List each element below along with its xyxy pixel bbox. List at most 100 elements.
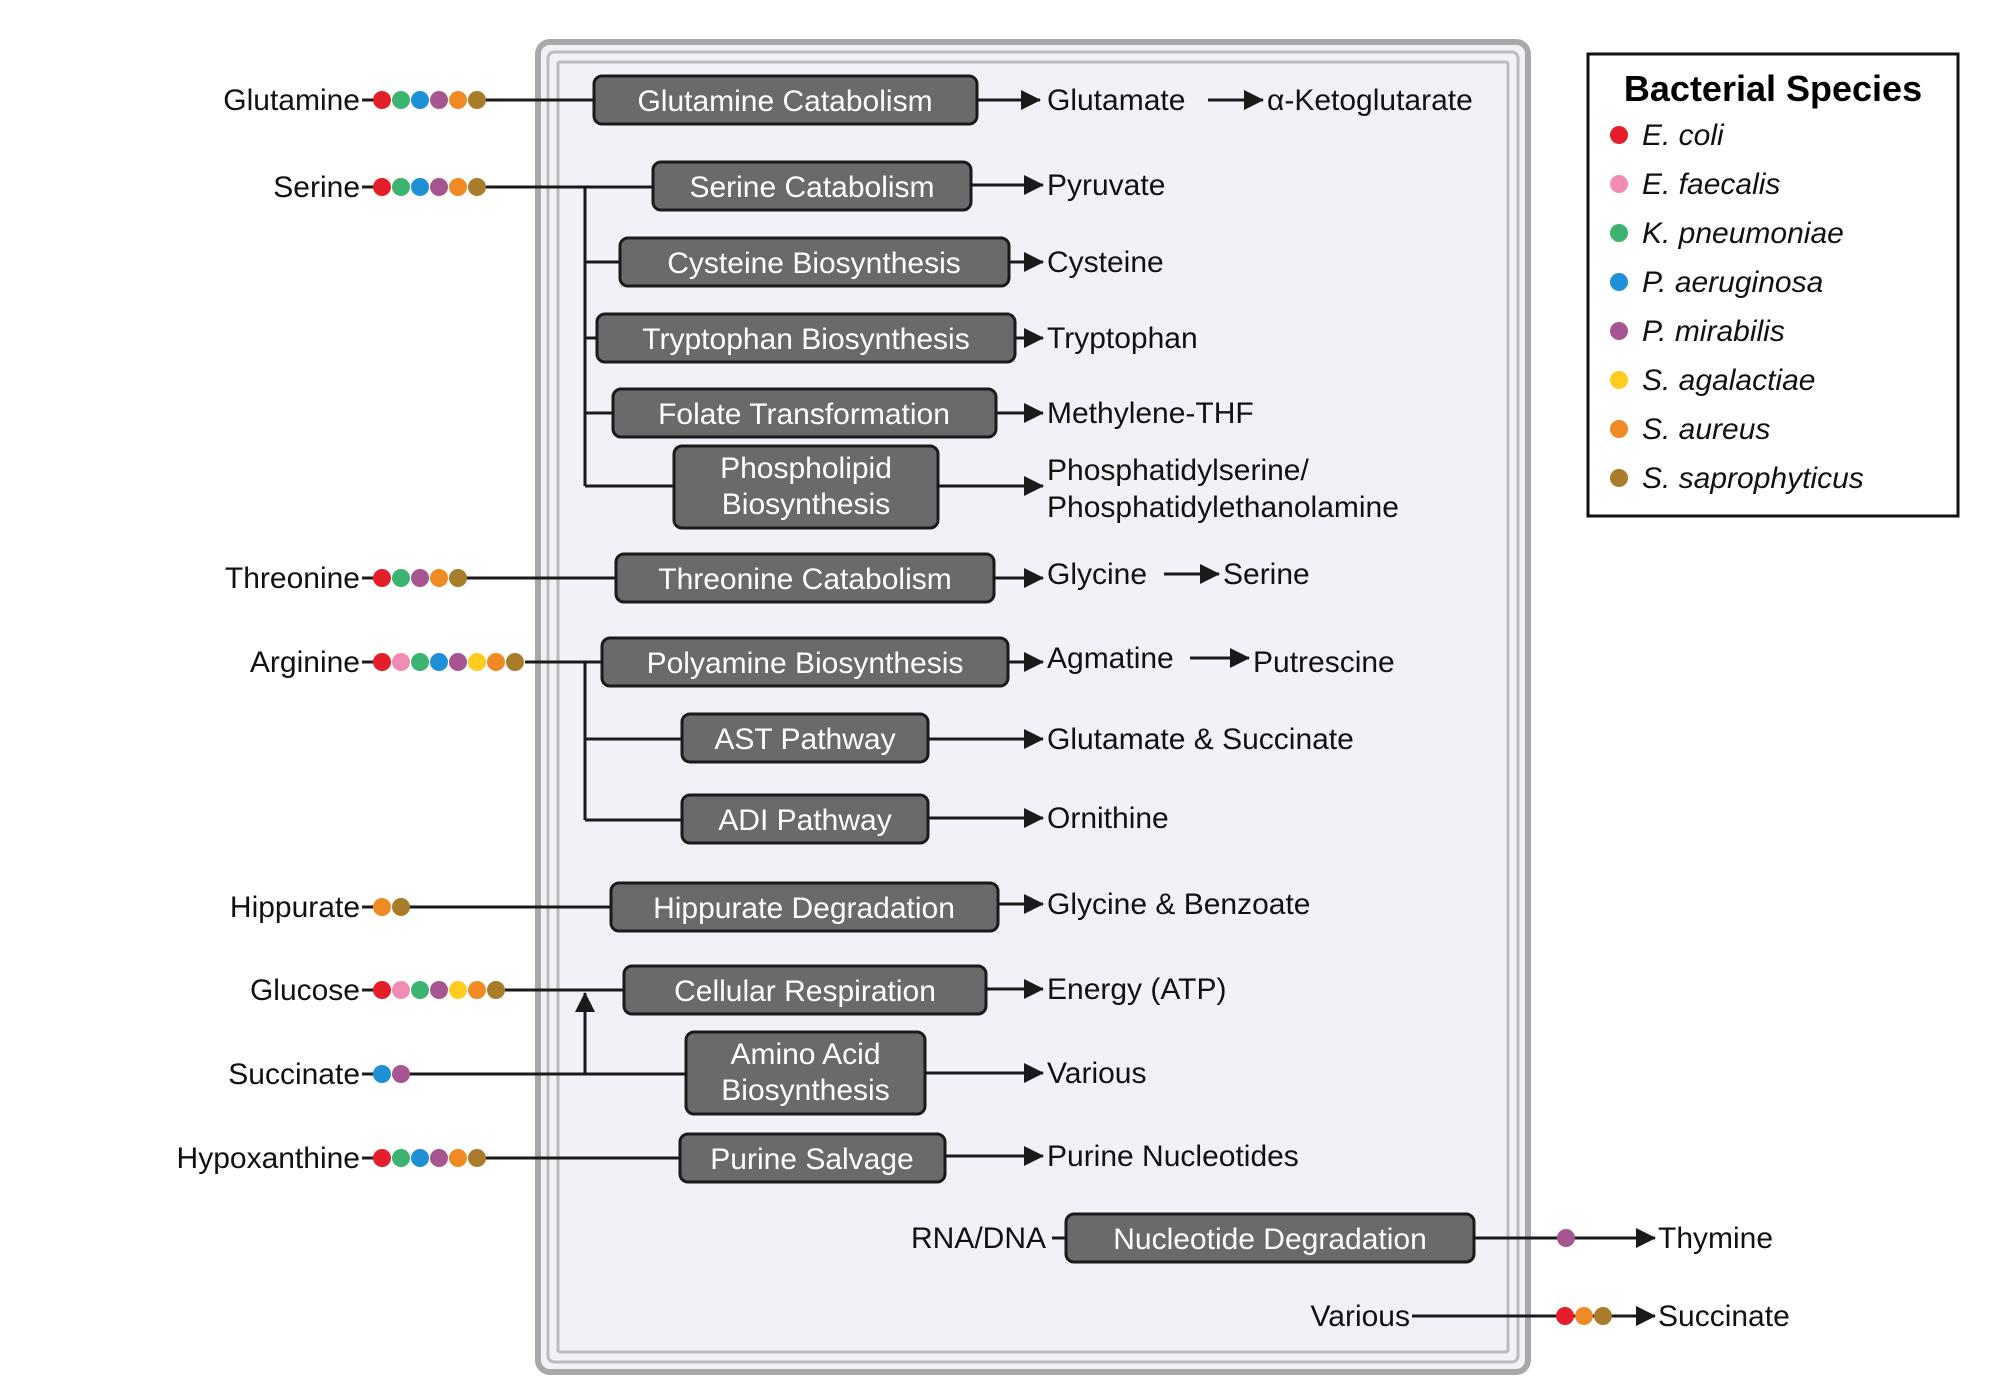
legend-swatch (1610, 469, 1628, 487)
pathway-label: ADI Pathway (718, 804, 891, 837)
products: Glutamate α-Ketoglutarate Pyruvate Cyste… (1047, 84, 1790, 1333)
legend-label: E. faecalis (1642, 168, 1780, 201)
product-glutamate-succinate: Glutamate & Succinate (1047, 723, 1354, 756)
legend-item: P. mirabilis (1610, 315, 1785, 348)
legend-label: S. saprophyticus (1642, 462, 1864, 495)
species-dot-s-aureus (373, 898, 391, 916)
species-dots (362, 91, 1612, 1325)
legend-swatch (1610, 371, 1628, 389)
legend-swatch (1610, 126, 1628, 144)
species-dot-p-mirabilis (430, 91, 448, 109)
pathway-label: Tryptophan Biosynthesis (642, 323, 969, 356)
pathway-adi-pathway: ADI Pathway (680, 793, 930, 845)
pathway-hippurate-degradation: Hippurate Degradation (609, 881, 1000, 933)
legend-label: S. aureus (1642, 413, 1770, 446)
species-dot-s-agalactiae (449, 981, 467, 999)
product-thymine: Thymine (1658, 1222, 1773, 1255)
pathway-boxes: Glutamine Catabolism Serine Catabolism C… (592, 74, 1476, 1264)
species-dot-e-coli (1556, 1307, 1574, 1325)
legend-label: P. mirabilis (1642, 315, 1785, 348)
legend-label: E. coli (1642, 119, 1725, 152)
species-dot-s-aureus (1575, 1307, 1593, 1325)
pathway-label: AST Pathway (714, 723, 895, 756)
substrate-label-hypoxanthine: Hypoxanthine (177, 1142, 360, 1175)
species-dot-e-coli (373, 91, 391, 109)
legend-item: E. coli (1610, 119, 1725, 152)
pathway-label: Glutamine Catabolism (637, 85, 932, 118)
substrate-label-threonine: Threonine (225, 562, 360, 595)
species-dot-s-aureus (449, 1149, 467, 1167)
species-dot-p-aeruginosa (411, 1149, 429, 1167)
pathway-purine-salvage: Purine Salvage (678, 1132, 947, 1184)
pathway-nucleotide-degradation: Nucleotide Degradation (1064, 1212, 1476, 1264)
species-dot-s-saprophyticus (468, 1149, 486, 1167)
species-dot-s-saprophyticus (506, 653, 524, 671)
product-energy-atp: Energy (ATP) (1047, 973, 1227, 1006)
species-dots-hypoxanthine (362, 1149, 486, 1167)
pathway-polyamine-biosynthesis: Polyamine Biosynthesis (600, 636, 1010, 688)
pathway-label: Hippurate Degradation (653, 892, 955, 925)
species-dot-s-aureus (487, 653, 505, 671)
legend-swatch (1610, 224, 1628, 242)
species-dot-s-aureus (449, 178, 467, 196)
legend-item: S. agalactiae (1610, 364, 1815, 397)
pathway-label: Amino Acid Biosynthesis (721, 1038, 890, 1107)
legend-item: P. aeruginosa (1610, 266, 1823, 299)
pathway-glutamine-catabolism: Glutamine Catabolism (592, 74, 979, 126)
pathway-folate-transformation: Folate Transformation (611, 387, 998, 439)
legend-item: K. pneumoniae (1610, 217, 1844, 250)
species-dot-e-coli (373, 1149, 391, 1167)
product-alpha-ketoglutarate: α-Ketoglutarate (1267, 84, 1473, 117)
legend-label: K. pneumoniae (1642, 217, 1844, 250)
species-dot-e-faecalis (392, 653, 410, 671)
species-dot-e-coli (373, 653, 391, 671)
species-dot-s-saprophyticus (449, 569, 467, 587)
species-dots-arginine (362, 653, 524, 671)
species-dot-p-mirabilis (430, 1149, 448, 1167)
pathway-label: Cellular Respiration (674, 975, 936, 1008)
species-dot-s-agalactiae (468, 653, 486, 671)
product-glycine-benzoate: Glycine & Benzoate (1047, 888, 1310, 921)
product-agmatine: Agmatine (1047, 642, 1174, 675)
pathway-label: Nucleotide Degradation (1113, 1223, 1427, 1256)
legend-items: E. coli E. faecalis K. pneumoniae P. aerugi… (1610, 119, 1864, 495)
pathway-cellular-respiration: Cellular Respiration (622, 964, 988, 1016)
legend-label: S. agalactiae (1642, 364, 1815, 397)
product-glycine: Glycine (1047, 558, 1147, 591)
product-putrescine: Putrescine (1253, 646, 1395, 679)
species-dot-e-faecalis (392, 981, 410, 999)
species-dot-p-aeruginosa (411, 178, 429, 196)
legend-label: P. aeruginosa (1642, 266, 1823, 299)
substrate-label-various: Various (1311, 1300, 1411, 1333)
pathway-serine-catabolism: Serine Catabolism (651, 160, 973, 212)
connector-lines (405, 90, 1656, 1326)
pathway-label: Cysteine Biosynthesis (667, 247, 960, 280)
substrate-label-succinate: Succinate (228, 1058, 360, 1091)
pathway-label: Purine Salvage (710, 1143, 913, 1176)
species-dots-glucose (362, 981, 505, 999)
species-dot-s-aureus (468, 981, 486, 999)
species-dots-succinate-output (1556, 1307, 1612, 1325)
pathway-label: Threonine Catabolism (658, 563, 951, 596)
pathway-amino-acid-biosynthesis: Amino Acid Biosynthesis (684, 1030, 927, 1116)
substrate-label-glutamine: Glutamine (223, 84, 360, 117)
product-pyruvate: Pyruvate (1047, 169, 1165, 202)
species-dot-k-pneumoniae (411, 653, 429, 671)
species-dot-k-pneumoniae (411, 981, 429, 999)
pathway-cysteine-biosynthesis: Cysteine Biosynthesis (618, 236, 1011, 288)
species-dot-p-aeruginosa (373, 1065, 391, 1083)
legend-swatch (1610, 420, 1628, 438)
product-various: Various (1047, 1057, 1147, 1090)
species-dot-p-aeruginosa (430, 653, 448, 671)
product-cysteine: Cysteine (1047, 246, 1164, 279)
species-dot-p-mirabilis (449, 653, 467, 671)
species-dot-s-saprophyticus (392, 898, 410, 916)
species-dot-e-coli (373, 569, 391, 587)
pathway-threonine-catabolism: Threonine Catabolism (614, 552, 996, 604)
legend-item: E. faecalis (1610, 168, 1780, 201)
legend-item: S. saprophyticus (1610, 462, 1864, 495)
product-phosphatidylserine: Phosphatidylserine/ Phosphatidylethanola… (1047, 454, 1399, 524)
species-dots-serine (362, 178, 486, 196)
